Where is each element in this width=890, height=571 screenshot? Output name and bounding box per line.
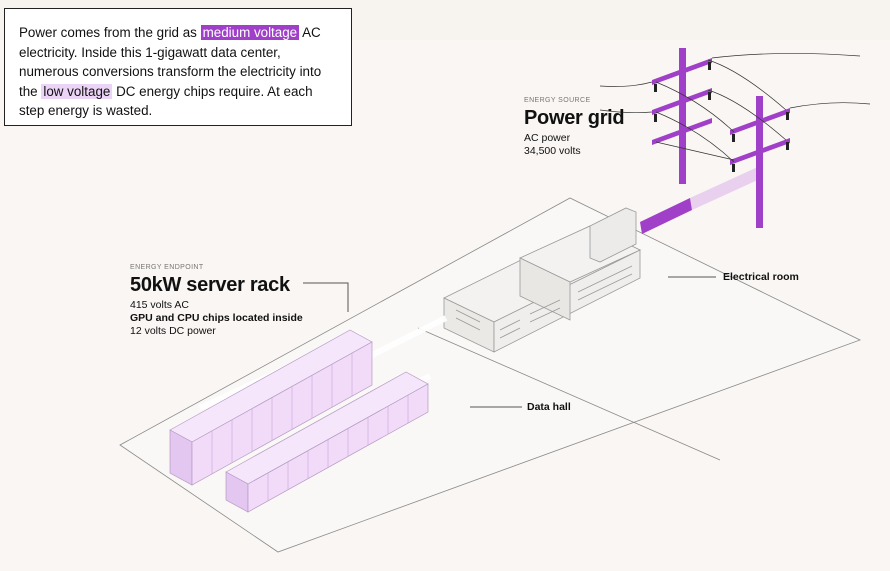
server-rack-eyebrow: ENERGY ENDPOINT <box>130 264 204 271</box>
server-rack-label: ENERGY ENDPOINT 50kW server rack 415 vol… <box>130 264 303 337</box>
data-hall-label: Data hall <box>527 401 571 413</box>
server-rack-line2: GPU and CPU chips located inside <box>130 311 303 324</box>
electrical-equipment <box>443 207 641 353</box>
low-voltage-highlight: low voltage <box>41 83 113 99</box>
intro-text-3: DC energy chips require. At each step en… <box>19 83 313 119</box>
intro-text-2: AC electricity. Inside this 1-gigawatt d… <box>19 25 322 99</box>
server-rack-line1: 415 volts AC <box>130 299 189 312</box>
server-rack-title: 50kW server rack <box>130 274 290 297</box>
intro-text-box: Power comes from the grid as medium volt… <box>4 8 352 126</box>
server-rack-rows <box>169 329 429 513</box>
leader-lines <box>303 276 716 408</box>
power-grid-line1: AC power <box>524 132 571 145</box>
intro-text-1: Power comes from the grid as <box>19 25 201 40</box>
room-divider <box>417 327 721 461</box>
server-rack-line3: 12 volts DC power <box>130 324 216 337</box>
power-grid-line2: 34,500 volts <box>524 144 581 157</box>
power-poles <box>599 48 871 228</box>
power-grid-title: Power grid <box>524 107 625 130</box>
power-grid-eyebrow: ENERGY SOURCE <box>524 97 591 104</box>
electrical-room-label: Electrical room <box>723 271 799 283</box>
power-grid-label: ENERGY SOURCE Power grid AC power 34,500… <box>524 97 625 158</box>
grid-cable <box>640 198 692 234</box>
medium-voltage-highlight: medium voltage <box>200 25 300 40</box>
